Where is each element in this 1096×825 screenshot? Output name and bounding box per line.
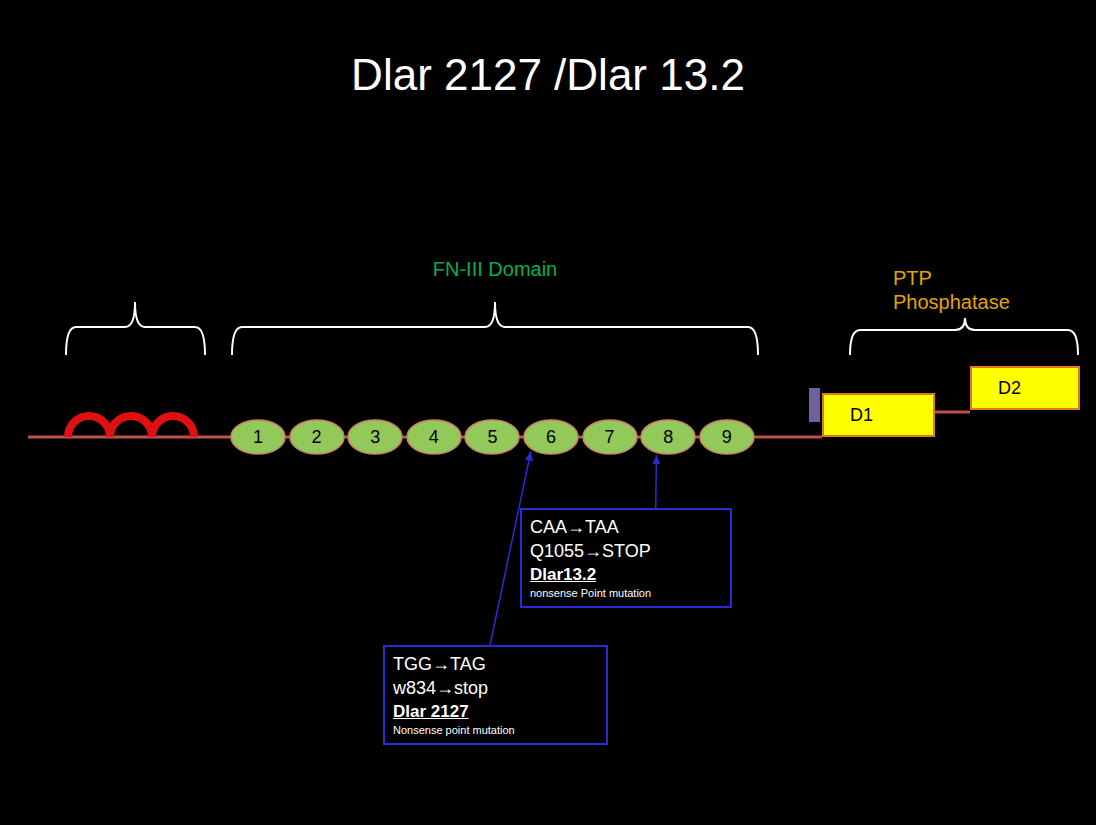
domain-number: 1	[253, 427, 263, 448]
domain-number: 7	[605, 427, 615, 448]
domain-label: FN-III Domain	[400, 258, 590, 281]
domain-number: 3	[370, 427, 380, 448]
callout-text: nonsense Point mutation	[530, 587, 722, 600]
domain-number: 9	[722, 427, 732, 448]
domain-number: 2	[312, 427, 322, 448]
phosphatase-box: D2	[970, 366, 1080, 410]
domain-oval: 5	[464, 419, 520, 455]
protein-backbone	[935, 411, 970, 414]
phosphatase-box: D1	[822, 393, 935, 437]
ig-domain-loops	[68, 416, 194, 437]
domain-number: D1	[850, 405, 873, 426]
domain-label: PTP Phosphatase	[893, 266, 1018, 314]
domain-number: 4	[429, 427, 439, 448]
transmembrane-bar	[809, 388, 820, 422]
callout-text: Dlar 2127	[393, 700, 598, 724]
domain-number: D2	[998, 378, 1021, 399]
mutation-callout: TGG→TAGw834→stopDlar 2127Nonsense point …	[383, 645, 608, 745]
domain-oval: 7	[582, 419, 638, 455]
domain-oval: 3	[347, 419, 403, 455]
domain-number: 5	[487, 427, 497, 448]
callout-text: Dlar13.2	[530, 563, 722, 587]
callout-text: CAA→TAA	[530, 515, 722, 539]
domain-oval: 8	[640, 419, 696, 455]
domain-oval: 4	[406, 419, 462, 455]
bracket	[232, 302, 758, 355]
domain-oval: 1	[230, 419, 286, 455]
callout-text: Q1055→STOP	[530, 539, 722, 563]
pointer-arrow	[655, 455, 657, 508]
callout-text: w834→stop	[393, 676, 598, 700]
callout-text: TGG→TAG	[393, 652, 598, 676]
domain-oval: 2	[289, 419, 345, 455]
domain-number: 8	[663, 427, 673, 448]
mutation-callout: CAA→TAAQ1055→STOPDlar13.2nonsense Point …	[520, 508, 732, 608]
bracket	[66, 302, 205, 355]
domain-oval: 6	[523, 419, 579, 455]
domain-number: 6	[546, 427, 556, 448]
title: Dlar 2127 /Dlar 13.2	[0, 50, 1096, 100]
bracket	[850, 318, 1078, 355]
domain-oval: 9	[699, 419, 755, 455]
callout-text: Nonsense point mutation	[393, 724, 598, 737]
